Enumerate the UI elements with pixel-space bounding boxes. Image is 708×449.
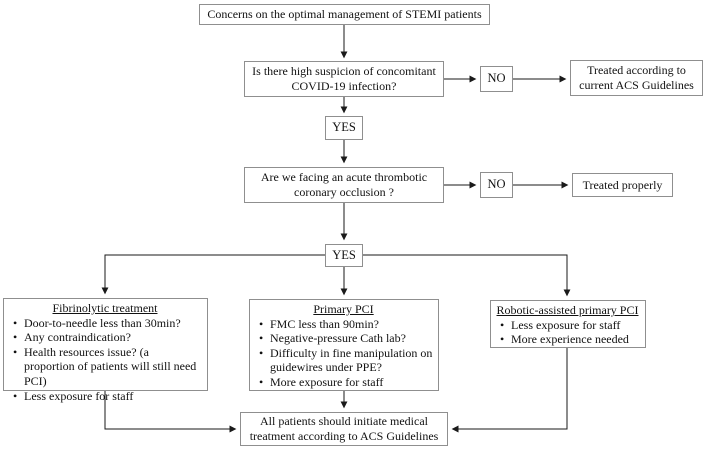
robotic-pci-title: Robotic-assisted primary PCI — [496, 303, 639, 317]
bullet-item: More exposure for staff — [254, 375, 433, 390]
bullet-item: FMC less than 90min? — [254, 317, 433, 332]
bullet-item: More experience needed — [495, 332, 640, 347]
node-final: All patients should initiate medical tre… — [240, 412, 448, 446]
bullet-item: Health resources issue? (a proportion of… — [8, 345, 202, 389]
bullet-item: Less exposure for staff — [495, 318, 640, 333]
bullet-item: Door-to-needle less than 30min? — [8, 316, 202, 331]
fibrinolytic-bullet-list: Door-to-needle less than 30min? Any cont… — [8, 316, 202, 404]
node-robotic-assisted-pci: Robotic-assisted primary PCI Less exposu… — [490, 300, 646, 348]
node-treated-properly: Treated properly — [572, 173, 673, 197]
fibrinolytic-title: Fibrinolytic treatment — [52, 301, 158, 315]
node-start: Concerns on the optimal management of ST… — [199, 4, 490, 25]
node-yes-1: YES — [325, 116, 363, 140]
bullet-item: Less exposure for staff — [8, 389, 202, 404]
node-question-occlusion: Are we facing an acute thrombotic corona… — [244, 167, 444, 203]
node-no-1: NO — [480, 66, 513, 92]
node-fibrinolytic-treatment: Fibrinolytic treatment Door-to-needle le… — [3, 298, 208, 403]
node-question-covid: Is there high suspicion of concomitant C… — [244, 61, 444, 97]
primary-pci-title: Primary PCI — [313, 302, 374, 316]
node-yes-2: YES — [325, 244, 363, 267]
node-primary-pci: Primary PCI FMC less than 90min? Negativ… — [249, 299, 439, 391]
bullet-item: Difficulty in fine manipulation on guide… — [254, 346, 433, 375]
node-no-2: NO — [480, 172, 513, 198]
bullet-item: Any contraindication? — [8, 330, 202, 345]
robotic-pci-bullet-list: Less exposure for staff More experience … — [495, 318, 640, 347]
primary-pci-bullet-list: FMC less than 90min? Negative-pressure C… — [254, 317, 433, 390]
bullet-item: Negative-pressure Cath lab? — [254, 331, 433, 346]
node-treated-acs-guidelines: Treated according to current ACS Guideli… — [570, 60, 703, 96]
